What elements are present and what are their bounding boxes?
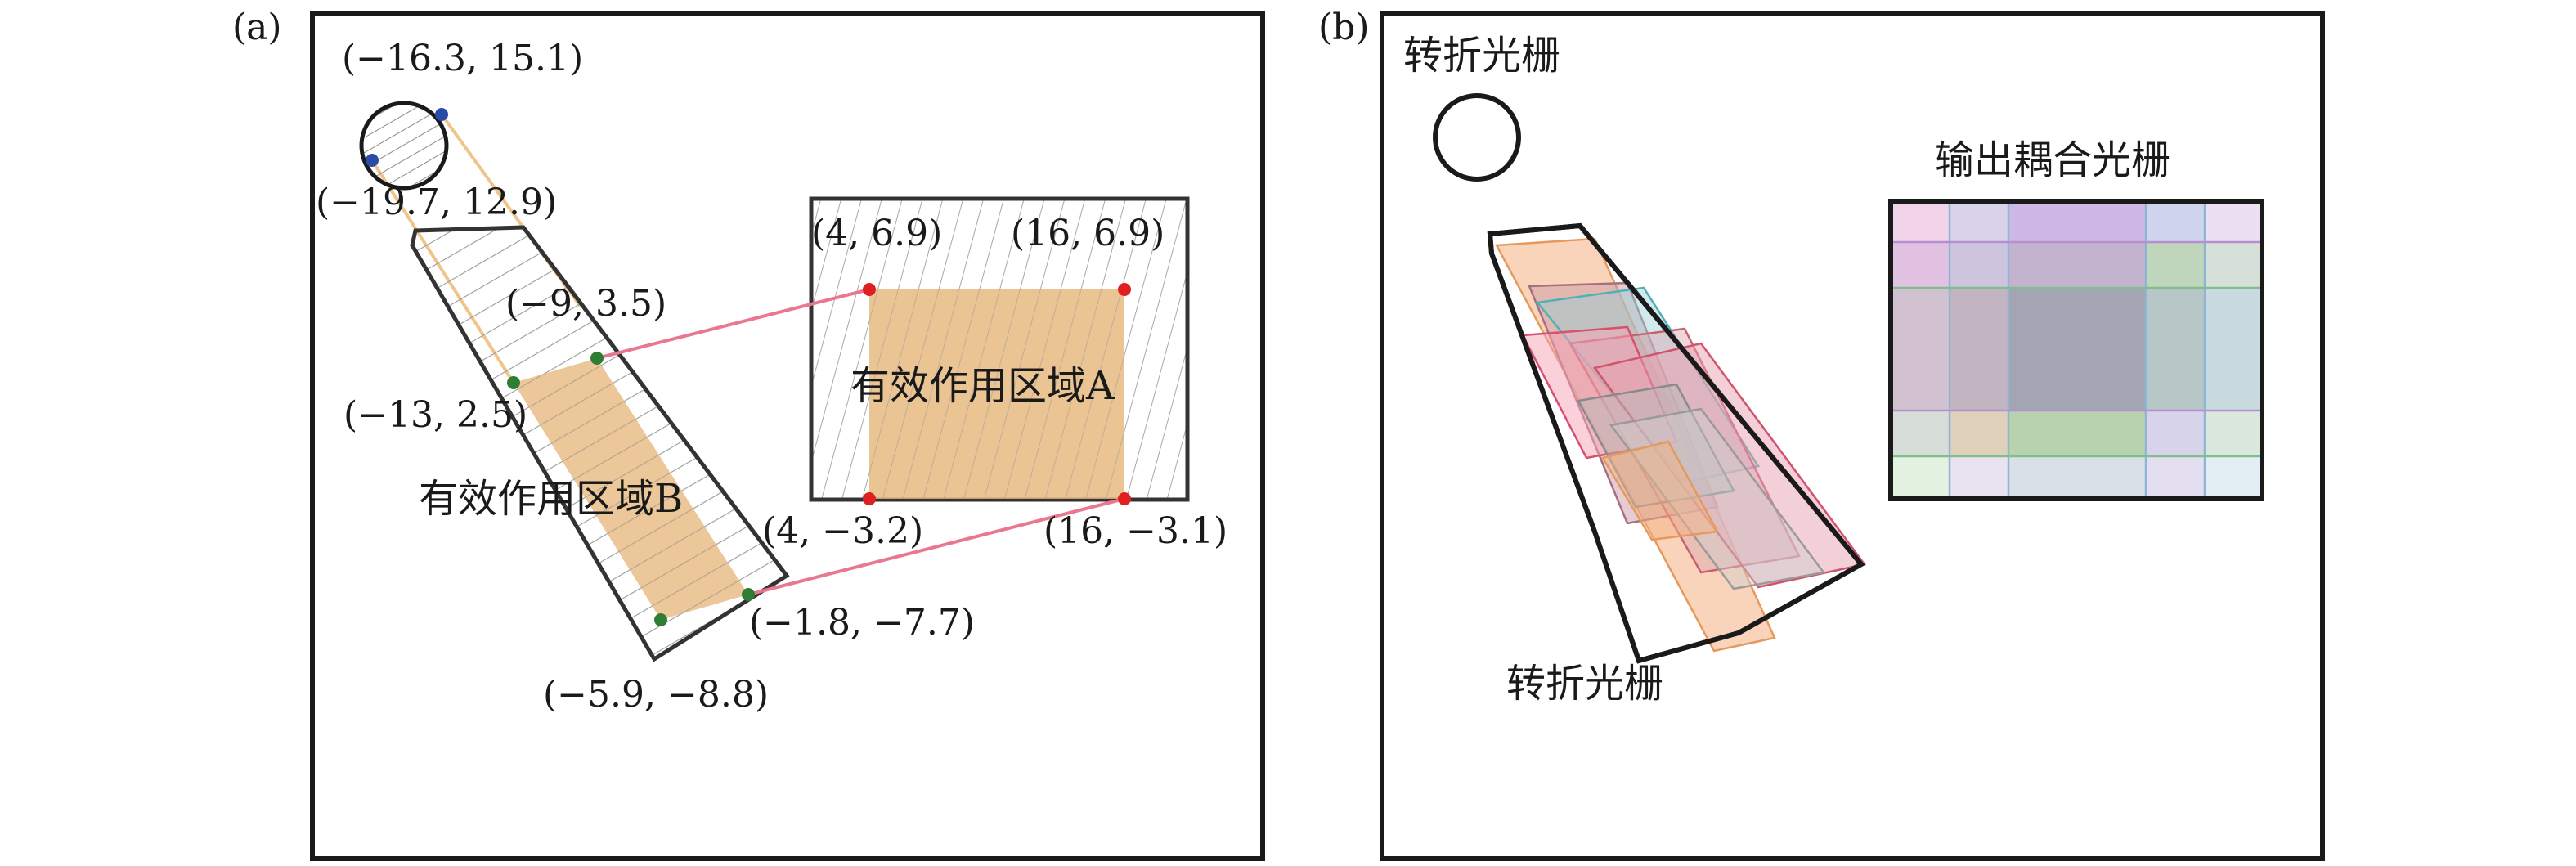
point-blue-left (366, 154, 379, 167)
input-circle (359, 101, 449, 191)
label-a-br: (16, −3.1) (1043, 510, 1227, 552)
point-a-bl (863, 492, 876, 505)
turning-grating-b (1487, 222, 1867, 664)
point-a-tr (1118, 283, 1131, 296)
panel-a-frame (310, 11, 1265, 861)
label-b-bottom: (−5.9, −8.8) (543, 674, 769, 716)
point-b-top (590, 352, 604, 365)
point-blue-top (435, 108, 448, 121)
label-a-tr: (16, 6.9) (1011, 213, 1165, 254)
point-a-br (1118, 492, 1131, 505)
panel-b: (b) 转折光栅 转折光栅 输出耦合光栅 (1318, 7, 2325, 861)
label-a-bl: (4, −3.2) (762, 510, 923, 552)
label-turning-bottom: 转折光栅 (1506, 661, 1663, 707)
label-region-b: 有效作用区域B (419, 476, 683, 522)
panel-b-frame (1380, 11, 2325, 861)
label-output-grating: 输出耦合光栅 (1935, 137, 2170, 183)
connector-upper (596, 288, 870, 360)
point-b-right (742, 588, 755, 601)
label-b-top: (−9, 3.5) (505, 283, 666, 325)
label-b-right: (−1.8, −7.7) (749, 602, 975, 644)
panel-b-tag: (b) (1318, 7, 1370, 48)
point-b-bottom (654, 613, 667, 626)
label-b-left: (−13, 2.5) (343, 394, 527, 436)
label-a-tl: (4, 6.9) (811, 213, 942, 254)
label-p-top: (−16.3, 15.1) (342, 38, 583, 79)
point-a-tl (863, 283, 876, 296)
connector-lower (747, 497, 1125, 596)
panel-a: (a) (−16.3, 15.1 (232, 7, 1265, 861)
label-region-a: 有效作用区域A (850, 363, 1115, 409)
input-circle-b (1433, 93, 1521, 182)
panel-a-tag: (a) (232, 7, 282, 48)
label-turning-top: 转折光栅 (1403, 33, 1560, 79)
label-p-left: (−19.7, 12.9) (316, 182, 557, 223)
output-grating-grid (1888, 199, 2264, 501)
point-b-left (507, 376, 520, 389)
